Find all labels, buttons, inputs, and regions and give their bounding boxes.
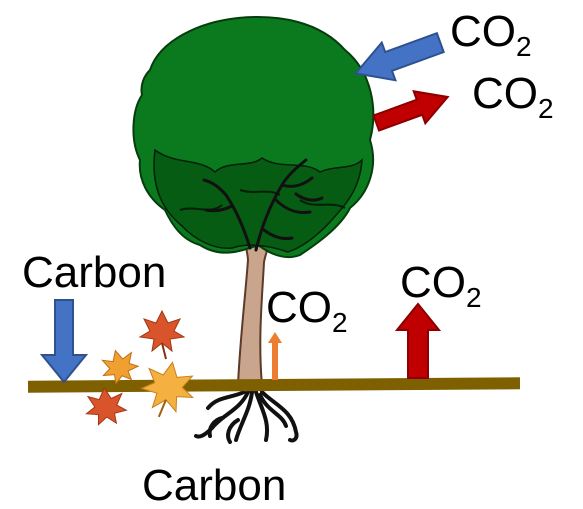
label-co2-in: CO2 [450, 7, 532, 62]
label-co2-soil-large: CO2 [400, 258, 482, 313]
label-carbon-roots: Carbon [142, 461, 286, 509]
leaf-yellow-large [140, 361, 195, 418]
arrow-co2-soil-small [268, 332, 282, 380]
tree-roots [194, 390, 299, 444]
fallen-leaves [85, 309, 195, 426]
arrow-co2-out [372, 90, 450, 132]
tree-canopy [132, 16, 375, 259]
arrow-co2-soil-large [394, 302, 442, 379]
label-carbon-litter: Carbon [22, 248, 166, 297]
leaf-red-bottom [85, 387, 128, 426]
leaf-red-top [138, 309, 186, 360]
leaf-orange-left [101, 349, 140, 385]
arrow-co2-in [353, 31, 445, 82]
arrow-carbon-down [39, 299, 89, 384]
label-co2-soil-small: CO2 [266, 283, 348, 338]
label-co2-out: CO2 [472, 69, 554, 124]
